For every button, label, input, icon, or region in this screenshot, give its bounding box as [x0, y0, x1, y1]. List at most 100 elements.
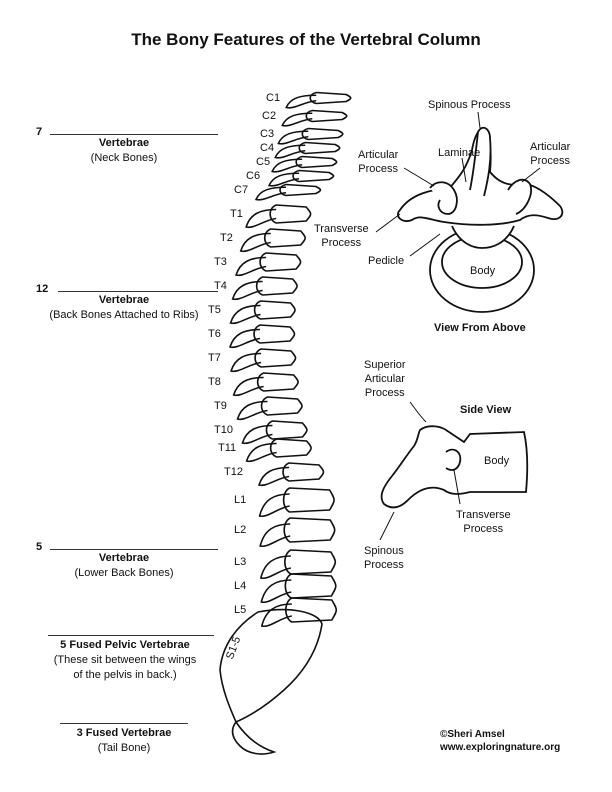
- vertebra-t4: [255, 276, 298, 296]
- process-t7: [230, 352, 262, 373]
- vertebra-t12: [282, 462, 325, 482]
- vertebra-top-view: [397, 126, 564, 313]
- sacrum: [219, 608, 323, 724]
- top-articular-left-line1: Articular: [358, 149, 399, 161]
- process-t3: [235, 256, 267, 277]
- vertebra-t1: [269, 204, 312, 224]
- vertebra-side-view: [380, 425, 529, 509]
- coccyx: [231, 720, 277, 755]
- lumbar-desc: (Lower Back Bones): [74, 567, 174, 579]
- side-transverse-line1: Transverse: [456, 509, 511, 521]
- process-c2: [281, 112, 313, 127]
- vertebra-label-t12: T12: [224, 466, 243, 478]
- side-spinous-line1: Spinous: [364, 545, 404, 557]
- vertebra-label-t2: T2: [220, 232, 233, 244]
- top-view-right-articular: [507, 178, 532, 215]
- process-t1: [245, 208, 277, 229]
- thoracic-blank-line: [58, 291, 218, 292]
- side-transverse-label: Transverse Process: [456, 508, 511, 536]
- process-t12: [258, 466, 290, 487]
- top-laminae-label: Laminae: [438, 147, 481, 159]
- top-view-canal: [451, 225, 515, 249]
- side-transverse-line2: Process: [463, 523, 504, 535]
- vertebra-label-c5: C5: [256, 156, 271, 168]
- vertebra-label-c6: C6: [246, 170, 261, 182]
- top-transverse-label: Transverse Process: [314, 222, 369, 250]
- vertebra-label-l1: L1: [234, 494, 247, 506]
- top-view-caption: View From Above: [434, 322, 526, 334]
- top-view-spinous-process: [469, 126, 492, 197]
- thoracic-count: 12: [36, 283, 49, 295]
- vertebra-c1: [309, 91, 352, 105]
- vertebra-t8: [256, 372, 299, 392]
- process-t6: [229, 328, 261, 349]
- process-t8: [232, 376, 264, 397]
- vertebra-c4: [298, 141, 341, 155]
- vertebra-label-t11: T11: [218, 442, 237, 454]
- side-view-caption: Side View: [460, 404, 512, 416]
- cervical-name: Vertebrae: [98, 137, 150, 149]
- vertebra-label-c1: C1: [266, 92, 281, 104]
- side-spinous-label: Spinous Process: [364, 544, 404, 572]
- vertebra-label-t4: T4: [214, 280, 227, 292]
- tail-name: 3 Fused Vertebrae: [76, 727, 172, 739]
- vertebra-c7: [279, 183, 322, 197]
- vertebra-label-c3: C3: [260, 128, 275, 140]
- vertebra-label-t3: T3: [214, 256, 227, 268]
- top-view-left-articular: [429, 181, 458, 215]
- process-c3: [277, 130, 309, 145]
- top-transverse-line1: Transverse: [314, 223, 369, 235]
- spine-drawing: [219, 91, 352, 755]
- vertebra-l5: [285, 597, 338, 623]
- side-superior-line1: Superior: [364, 359, 406, 371]
- vertebra-label-c2: C2: [262, 110, 277, 122]
- side-view-outline: [380, 425, 529, 509]
- vertebra-c3: [301, 127, 344, 141]
- pelvic-desc-2: of the pelvis in back.): [73, 669, 177, 681]
- lumbar-blank-line: [50, 549, 218, 550]
- top-articular-right-line2: Process: [530, 155, 571, 167]
- vertebra-label-c7: C7: [234, 184, 249, 196]
- vertebra-label-l3: L3: [234, 556, 247, 568]
- cervical-label: 7 Vertebrae (Neck Bones): [36, 126, 218, 166]
- process-c5: [271, 158, 303, 173]
- process-l5: [260, 603, 292, 628]
- vertebra-l4: [284, 573, 337, 599]
- process-t5: [229, 304, 261, 325]
- credit-website: www.exploringnature.org: [440, 742, 561, 753]
- vertebra-l3: [284, 549, 337, 575]
- vertebra-t6: [253, 324, 296, 344]
- process-l1: [258, 493, 290, 518]
- vertebra-t3: [259, 252, 302, 272]
- page-title: The Bony Features of the Vertebral Colum…: [131, 30, 481, 49]
- top-articular-right-label: Articular Process: [530, 140, 570, 168]
- pelvic-name: 5 Fused Pelvic Vertebrae: [60, 639, 190, 651]
- pelvic-desc-1: (These sit between the wings: [53, 654, 197, 666]
- vertebra-label-t10: T10: [214, 424, 233, 436]
- credit-author: ©Sheri Amsel: [440, 729, 505, 740]
- thoracic-label: 12 Vertebrae (Back Bones Attached to Rib…: [36, 283, 218, 323]
- top-articular-right-line1: Articular: [530, 141, 571, 153]
- top-pedicle-label: Pedicle: [368, 255, 405, 267]
- vertebra-label-t1: T1: [230, 208, 243, 220]
- vertebra-t2: [263, 228, 306, 248]
- vertebra-c6: [292, 169, 335, 183]
- vertebra-t7: [254, 348, 297, 368]
- vertebra-label-l2: L2: [234, 524, 247, 536]
- process-t10: [241, 424, 273, 445]
- vertebra-label-t8: T8: [208, 376, 221, 388]
- side-body-label: Body: [484, 455, 510, 467]
- lumbar-label: 5 Vertebrae (Lower Back Bones): [36, 541, 218, 581]
- cervical-blank-line: [50, 134, 218, 135]
- process-c7: [254, 186, 287, 201]
- process-t2: [239, 232, 271, 253]
- vertebra-label-l5: L5: [234, 604, 247, 616]
- process-t11: [245, 442, 277, 463]
- side-view-facet: [445, 448, 462, 471]
- vertebra-c5: [295, 155, 338, 169]
- top-spinous-label: Spinous Process: [428, 99, 511, 111]
- vertebra-t11: [269, 438, 312, 458]
- side-superior-line3: Process: [364, 387, 405, 399]
- process-c1: [285, 94, 317, 109]
